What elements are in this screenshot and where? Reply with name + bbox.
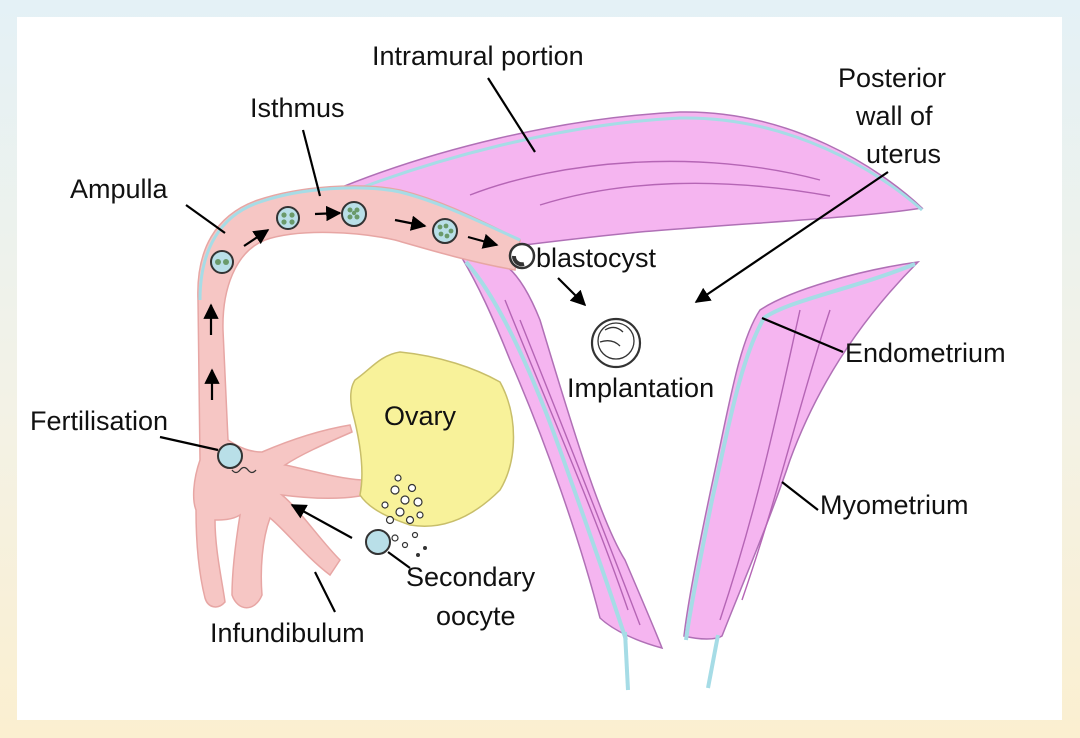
myometrium-fiber-upper-2 [539, 182, 831, 206]
leader-fertilisation [159, 435, 219, 452]
label-isthmus: Isthmus [250, 93, 345, 123]
leader-endometrium [761, 316, 844, 354]
fertilisation-cell [217, 443, 243, 469]
migration-arrow-3 [243, 229, 270, 247]
label-implantation: Implantation [567, 373, 714, 403]
two-cell-embryo [210, 250, 234, 274]
label-blastocyst: blastocyst [536, 243, 657, 273]
implantation-arrow [557, 277, 587, 307]
label-ampulla: Ampulla [70, 174, 169, 204]
implanting-blastocyst [590, 317, 642, 369]
label-fertilisation: Fertilisation [30, 406, 168, 436]
tube-mucosa-line [198, 186, 521, 301]
label-secondary-oocyte-2: oocyte [436, 601, 516, 631]
cervix-line-left [623, 631, 630, 691]
four-cell-embryo [276, 206, 300, 230]
cervix-line-right [706, 634, 720, 689]
myometrium-fiber-upper-1 [469, 160, 821, 196]
migration-arrow-6 [467, 233, 499, 249]
leader-isthmus [301, 129, 322, 197]
label-myometrium: Myometrium [820, 490, 969, 520]
myometrium-fiber-left-2 [519, 319, 641, 626]
myometrium-fiber-left-1 [504, 299, 629, 611]
oocyte-to-tube-arrow [290, 504, 353, 539]
myometrium-fiber-right-2 [741, 309, 831, 601]
myometrium-fiber-right-1 [719, 309, 801, 621]
blastocyst-cell [508, 242, 536, 270]
label-posterior-wall-2: wall of [855, 101, 933, 131]
label-posterior-wall-3: uterus [866, 139, 941, 169]
label-intramural-portion: Intramural portion [372, 41, 584, 71]
uterus-right-wall [683, 260, 921, 640]
sperm-tail [231, 466, 257, 474]
leader-posterior-wall [694, 171, 889, 303]
endometrium-lining-right [684, 262, 916, 641]
endometrium-lining-left [464, 260, 628, 641]
leader-ampulla [185, 204, 226, 234]
migration-arrow-5 [394, 215, 427, 231]
migration-arrow-4 [314, 205, 342, 222]
label-endometrium: Endometrium [845, 338, 1006, 368]
ruptured-follicle [381, 474, 427, 557]
leader-infundibulum [314, 571, 336, 613]
morula [432, 218, 458, 244]
label-infundibulum: Infundibulum [210, 618, 365, 648]
label-ovary: Ovary [384, 401, 457, 431]
eight-cell-embryo [341, 201, 367, 227]
endometrium-lining-top [339, 116, 924, 212]
ovary [350, 351, 515, 527]
label-secondary-oocyte-1: Secondary [406, 562, 536, 592]
leader-intramural [487, 77, 536, 153]
label-posterior-wall-1: Posterior [838, 63, 946, 93]
leader-secondary-oocyte [387, 551, 411, 569]
leader-myometrium [781, 481, 819, 511]
secondary-oocyte-cell [365, 529, 391, 555]
